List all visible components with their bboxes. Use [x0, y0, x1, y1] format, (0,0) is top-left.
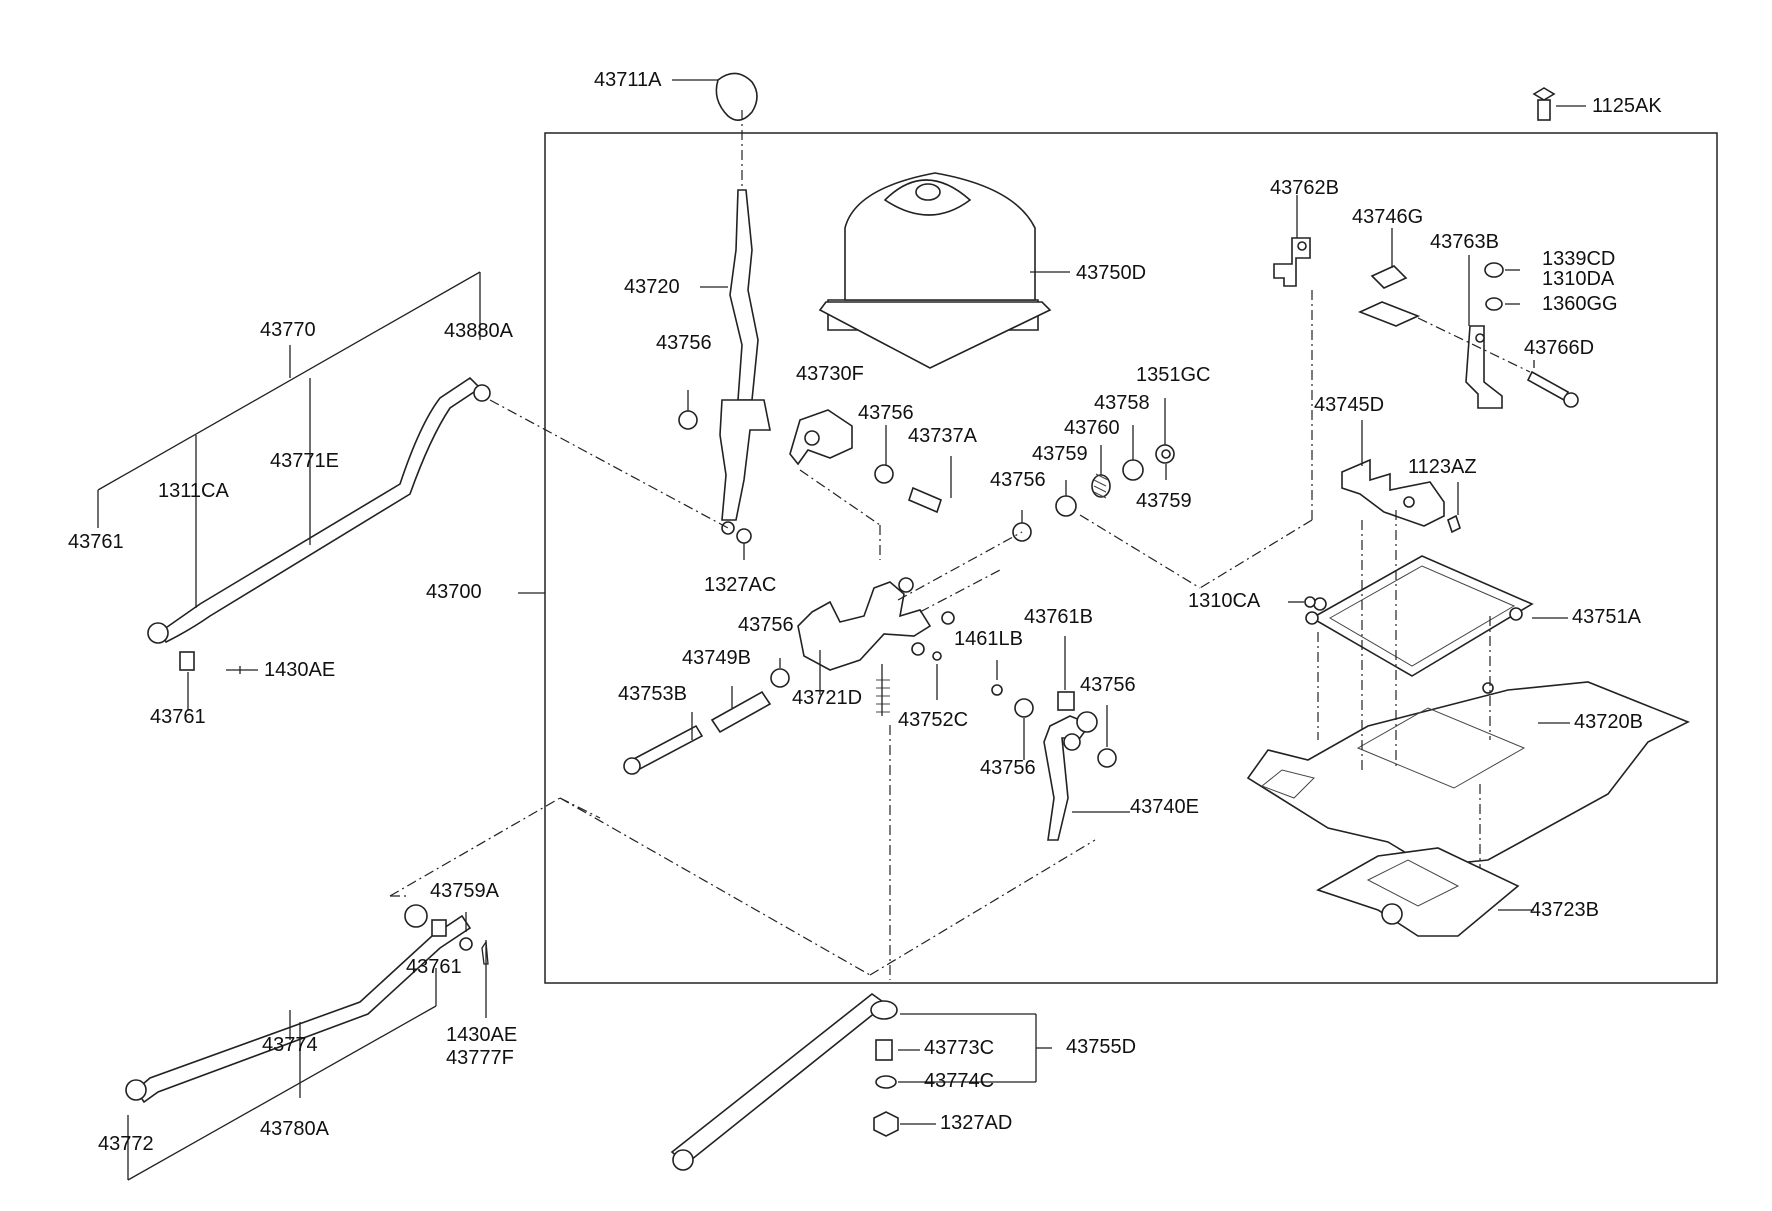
support-bracket: [1341, 420, 1461, 534]
shift-base: [797, 531, 1023, 980]
label-43746G: 43746G: [1352, 206, 1424, 228]
label-1123AZ: 1123AZ: [1408, 456, 1477, 478]
label-43759A: 43759A: [430, 880, 499, 902]
label-43770: 43770: [260, 319, 316, 341]
label-43763B: 43763B: [1430, 231, 1499, 253]
label-43758: 43758: [1094, 392, 1150, 414]
label-43759-a: 43759: [1032, 443, 1088, 465]
label-43751A: 43751A: [1572, 606, 1641, 628]
label-43759-b: 43759: [1136, 490, 1192, 512]
label-43761B: 43761B: [1024, 606, 1093, 628]
right-brackets: [1079, 195, 1579, 589]
label-1430AE-b: 1430AE: [446, 1024, 518, 1046]
label-43749B: 43749B: [682, 647, 751, 669]
label-1327AD: 1327AD: [940, 1112, 1013, 1134]
lever-bracket: [678, 390, 1175, 560]
label-43777F: 43777F: [446, 1047, 514, 1069]
label-43761-c: 43761: [406, 956, 462, 978]
label-43711A: 43711A: [594, 69, 662, 91]
lower-link: [670, 992, 1052, 1171]
label-43773C: 43773C: [924, 1037, 995, 1059]
label-43740E: 43740E: [1130, 796, 1199, 818]
label-43721D: 43721D: [792, 687, 863, 709]
label-43780A: 43780A: [260, 1118, 329, 1140]
assembly-frame: [544, 132, 1718, 984]
shift-knob: [672, 72, 758, 190]
label-1339CD: 1339CD: [1542, 248, 1616, 270]
label-43737A: 43737A: [908, 425, 977, 447]
pin-and-sleeve: [623, 651, 1003, 775]
label-43752C: 43752C: [898, 709, 969, 731]
label-1311CA: 1311CA: [158, 480, 229, 502]
label-43756-f: 43756: [980, 757, 1036, 779]
cover-plate: [1316, 847, 1534, 937]
label-43760: 43760: [1064, 417, 1120, 439]
label-43745D: 43745D: [1314, 394, 1385, 416]
label-43756-d: 43756: [738, 614, 794, 636]
bolt-1125AK: [1532, 87, 1586, 121]
label-43761-b: 43761: [150, 706, 206, 728]
base-plate: [1246, 510, 1690, 880]
label-43756-e: 43756: [1080, 674, 1136, 696]
label-43772: 43772: [98, 1133, 154, 1155]
gasket-plate: [1288, 555, 1568, 677]
label-43720B: 43720B: [1574, 711, 1643, 733]
label-43700: 43700: [426, 581, 482, 603]
shift-boot: [818, 172, 1070, 369]
label-1351GC: 1351GC: [1136, 364, 1211, 386]
label-43753B: 43753B: [618, 683, 687, 705]
label-43720: 43720: [624, 276, 680, 298]
label-1360GG: 1360GG: [1542, 293, 1618, 315]
label-43880A: 43880A: [444, 320, 513, 342]
label-43761-a: 43761: [68, 531, 124, 553]
shift-cable-upper: [97, 271, 729, 710]
label-43756-a: 43756: [656, 332, 712, 354]
label-1430AE-a: 1430AE: [264, 659, 336, 681]
label-43756-b: 43756: [858, 402, 914, 424]
label-43755D: 43755D: [1066, 1036, 1137, 1058]
label-43756-c: 43756: [990, 469, 1046, 491]
label-1327AC: 1327AC: [704, 574, 777, 596]
label-43774C: 43774C: [924, 1070, 995, 1092]
label-43762B: 43762B: [1270, 177, 1339, 199]
label-1125AK: 1125AK: [1592, 95, 1662, 117]
label-1461LB: 1461LB: [954, 628, 1023, 650]
label-43771E: 43771E: [270, 450, 339, 472]
shift-lever: [700, 189, 771, 560]
label-43723B: 43723B: [1530, 899, 1599, 921]
label-1310DA: 1310DA: [1542, 268, 1615, 290]
shift-cable-lower: [125, 797, 1096, 1181]
label-43766D: 43766D: [1524, 337, 1595, 359]
label-1310CA: 1310CA: [1188, 590, 1261, 612]
select-lever: [1014, 636, 1130, 841]
label-43730F: 43730F: [796, 363, 864, 385]
label-43750D: 43750D: [1076, 262, 1147, 284]
label-43774: 43774: [262, 1034, 318, 1056]
